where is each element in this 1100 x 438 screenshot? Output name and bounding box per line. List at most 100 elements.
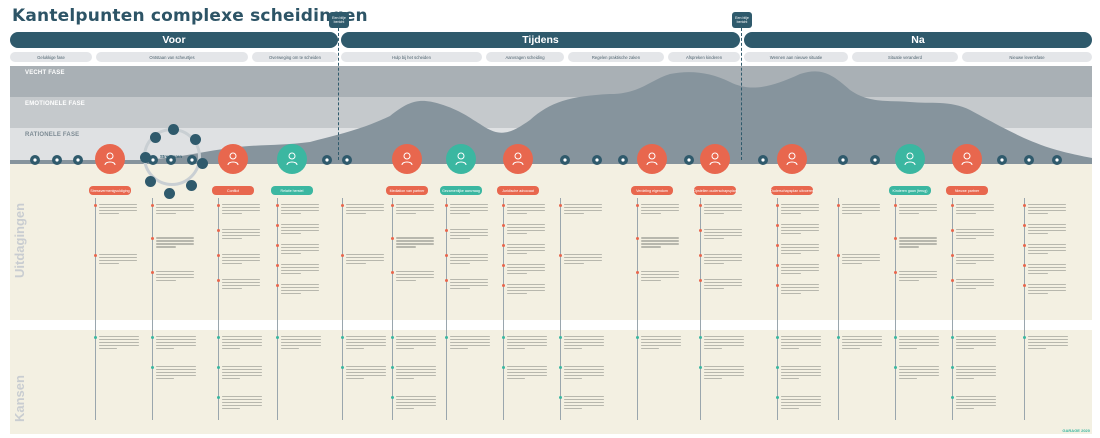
text-line [450, 282, 488, 284]
small-icon[interactable] [30, 155, 40, 165]
journey-node[interactable] [700, 144, 730, 174]
phase-na[interactable]: Na [744, 32, 1092, 48]
small-icon[interactable] [592, 155, 602, 165]
text-line [222, 348, 240, 350]
journey-node[interactable] [446, 144, 476, 174]
challenge-bullet [93, 204, 97, 207]
challenge-bullet [501, 264, 505, 267]
text-line [222, 263, 242, 265]
text-line [156, 276, 194, 279]
stressor-icon[interactable] [140, 152, 151, 163]
text-line [1028, 284, 1066, 286]
step-chip[interactable]: Wennen aan nieuwe situatie [744, 52, 848, 62]
step-chip[interactable]: Overweging om te scheiden [252, 52, 338, 62]
phase-voor[interactable]: Voor [10, 32, 338, 48]
step-chip[interactable]: Ontstaan van scheurtjes [96, 52, 248, 62]
opportunity-bullet [1022, 336, 1026, 339]
small-icon[interactable] [870, 155, 880, 165]
stressor-icon[interactable] [150, 132, 161, 143]
text-line [156, 339, 196, 341]
stressor-icon[interactable] [190, 134, 201, 145]
step-chip[interactable]: Afspreken kinderen [668, 52, 740, 62]
small-icon[interactable] [1052, 155, 1062, 165]
text-line [396, 399, 436, 401]
small-icon[interactable] [997, 155, 1007, 165]
brand-logo: GARAGE 2020 [1062, 428, 1090, 433]
step-chip[interactable]: Situatie veranderd [852, 52, 958, 62]
text-line [781, 345, 821, 347]
text-line [1028, 204, 1066, 206]
text-line [450, 336, 490, 338]
small-icon[interactable] [187, 155, 197, 165]
small-icon[interactable] [52, 155, 62, 165]
journey-node[interactable] [392, 144, 422, 174]
challenge-bullet [836, 204, 840, 207]
small-icon[interactable] [560, 155, 570, 165]
text-line [564, 263, 584, 265]
text-line [956, 348, 974, 350]
small-icon[interactable] [166, 155, 176, 165]
step-chip[interactable]: Regelen praktische zaken [568, 52, 664, 62]
text-line [346, 342, 386, 344]
journey-node[interactable] [503, 144, 533, 174]
opportunity-bullet [950, 336, 954, 339]
milestone-marker: Een blije bericht [732, 12, 752, 28]
stressor-icon[interactable] [186, 180, 197, 191]
text-line [564, 348, 582, 350]
journey-node[interactable] [777, 144, 807, 174]
journey-node[interactable] [277, 144, 307, 174]
challenge-bullet [698, 229, 702, 232]
phase-tijdens[interactable]: Tijdens [341, 32, 740, 48]
phase-voor-label: Voor [162, 34, 186, 46]
stressor-icon[interactable] [168, 124, 179, 135]
small-icon[interactable] [73, 155, 83, 165]
text-line [222, 238, 242, 240]
text-line [396, 402, 436, 404]
text-line [396, 375, 436, 377]
journey-node[interactable] [95, 144, 125, 174]
journey-node[interactable] [952, 144, 982, 174]
text-line [1028, 345, 1068, 347]
small-icon[interactable] [618, 155, 628, 165]
text-line [641, 276, 679, 279]
person-icon [401, 152, 413, 166]
stressor-icon[interactable] [145, 176, 156, 187]
opportunity-bullet [501, 336, 505, 339]
step-chip[interactable]: Hulp bij het scheiden [341, 52, 482, 62]
text-line [1028, 247, 1066, 249]
text-line [507, 270, 545, 272]
stressor-icon[interactable] [164, 188, 175, 199]
journey-node-label: Verdeling eigendom [631, 186, 673, 195]
opportunity-bullet [635, 336, 639, 339]
text-line [281, 287, 319, 289]
challenge-bullet [950, 254, 954, 257]
text-line [507, 250, 545, 252]
journey-node[interactable] [895, 144, 925, 174]
text-line [899, 336, 939, 338]
text-line [396, 270, 434, 273]
small-icon[interactable] [342, 155, 352, 165]
journey-node[interactable] [637, 144, 667, 174]
text-line [704, 279, 742, 281]
step-chip[interactable]: Gelukkige fase [10, 52, 92, 62]
text-line [222, 204, 260, 206]
stressor-icon[interactable] [197, 158, 208, 169]
small-icon[interactable] [684, 155, 694, 165]
small-icon[interactable] [758, 155, 768, 165]
text-line [781, 348, 799, 350]
journey-node[interactable] [218, 144, 248, 174]
step-chip[interactable]: Nieuwe levensfase [962, 52, 1092, 62]
journey-node-label: Stressvermenigvuldiging [89, 186, 131, 195]
small-icon[interactable] [148, 155, 158, 165]
text-line [396, 339, 436, 341]
text-line [396, 372, 436, 374]
text-line [842, 263, 862, 265]
step-chip[interactable]: Aanvragen scheiding [486, 52, 564, 62]
text-line [222, 402, 262, 404]
small-icon[interactable] [1024, 155, 1034, 165]
small-icon[interactable] [838, 155, 848, 165]
small-icon[interactable] [322, 155, 332, 165]
text-line [450, 213, 470, 215]
text-line [156, 348, 174, 350]
dot-icon [621, 158, 625, 162]
